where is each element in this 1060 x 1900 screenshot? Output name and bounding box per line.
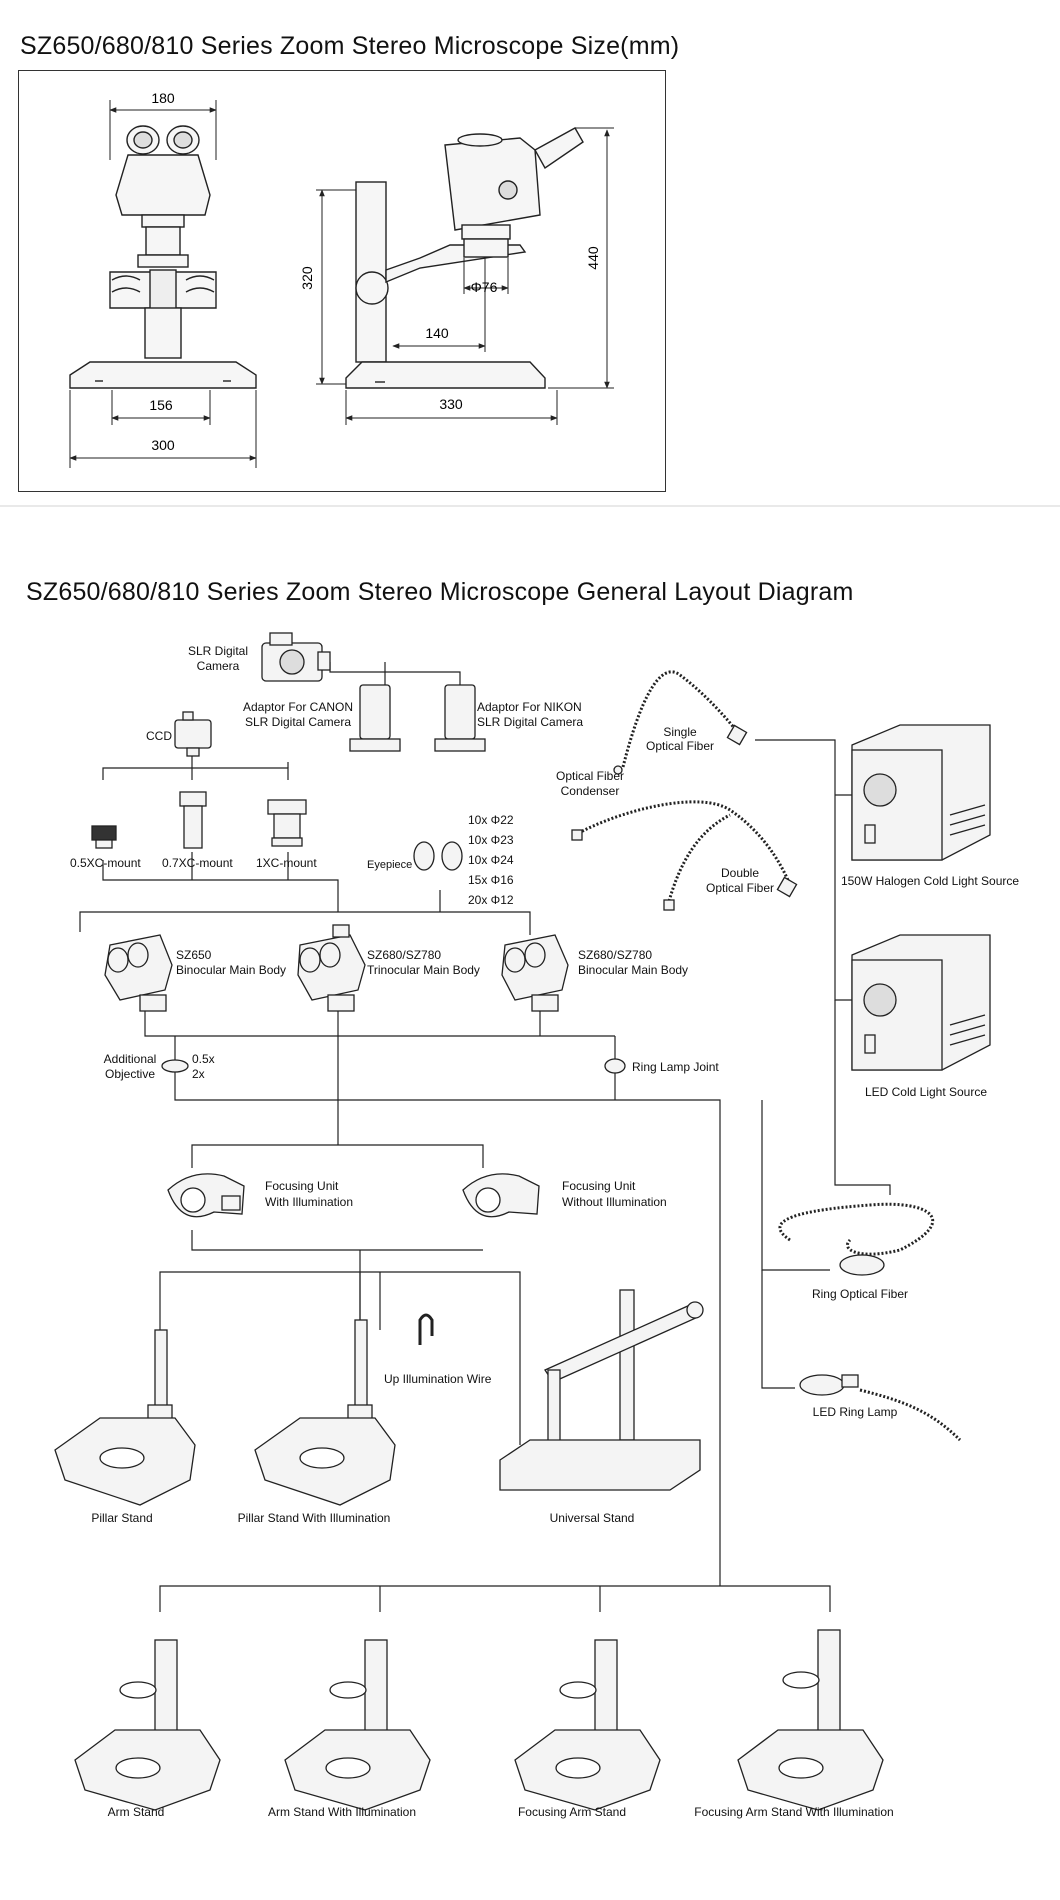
slr-camera-drawing: [261, 632, 331, 682]
label-double-fiber-2: Optical Fiber: [706, 881, 774, 895]
eyepiece-option-1: 10x Φ22: [468, 813, 514, 827]
ring-lamp-drawings: [799, 1254, 885, 1396]
label-pillar-stand: Pillar Stand: [91, 1511, 152, 1525]
label-mount-1: 1XC-mount: [256, 856, 317, 870]
label-mount-05: 0.5XC-mount: [70, 856, 141, 870]
label-focus-without-1: Focusing Unit: [562, 1179, 636, 1193]
label-single-fiber-1: Single: [663, 725, 697, 739]
label-focus-with-2: With Illumination: [265, 1195, 353, 1209]
objective-ring-drawings: [161, 1058, 626, 1074]
eyepiece-option-5: 20x Φ12: [468, 893, 514, 907]
label-slr-camera-1: SLR Digital: [188, 644, 248, 658]
label-fiber-condenser-1: Optical Fiber: [556, 769, 624, 783]
label-arm-stand-illum: Arm Stand With Illumination: [268, 1805, 416, 1819]
label-sz650-1: SZ650: [176, 948, 212, 962]
adaptor-drawings: [349, 684, 486, 752]
objective-option-05: 0.5x: [192, 1052, 215, 1066]
eyepiece-option-2: 10x Φ23: [468, 833, 514, 847]
side-view-drawing: [345, 127, 584, 389]
label-focus-with-1: Focusing Unit: [265, 1179, 339, 1193]
label-single-fiber-2: Optical Fiber: [646, 739, 714, 753]
section-divider: [0, 505, 1060, 507]
dim-320: 320: [299, 266, 315, 290]
label-adaptor-canon-1: Adaptor For CANON: [243, 700, 353, 714]
label-adaptor-nikon-2: SLR Digital Camera: [477, 715, 583, 729]
arm-stand-drawings: [74, 1629, 884, 1811]
dim-440: 440: [585, 246, 601, 270]
label-sz680-trino-2: Trinocular Main Body: [367, 963, 480, 977]
label-sz680-bino-2: Binocular Main Body: [578, 963, 688, 977]
dim-140: 140: [425, 325, 449, 341]
halogen-source-drawing: [851, 724, 991, 861]
label-additional-objective-2: Objective: [105, 1067, 155, 1081]
label-mount-07: 0.7XC-mount: [162, 856, 233, 870]
eyepiece-option-4: 15x Φ16: [468, 873, 514, 887]
label-focusing-arm-stand-illum: Focusing Arm Stand With Illumination: [694, 1805, 893, 1819]
label-halogen-source: 150W Halogen Cold Light Source: [841, 874, 1019, 888]
label-focus-without-2: Without Illumination: [562, 1195, 667, 1209]
objective-option-2: 2x: [192, 1067, 205, 1081]
label-sz680-bino-1: SZ680/SZ780: [578, 948, 652, 962]
fiber-drawings: [574, 670, 962, 1442]
c-mount-drawings: [91, 791, 307, 849]
label-sz650-2: Binocular Main Body: [176, 963, 286, 977]
size-section-title: SZ650/680/810 Series Zoom Stereo Microsc…: [20, 32, 680, 60]
front-view-drawing: [69, 125, 257, 389]
focusing-unit-drawings: [167, 1173, 540, 1218]
ccd-drawing: [174, 711, 212, 757]
label-universal-stand: Universal Stand: [550, 1511, 635, 1525]
label-ring-optical-fiber: Ring Optical Fiber: [812, 1287, 908, 1301]
eyepiece-option-3: 10x Φ24: [468, 853, 514, 867]
label-additional-objective-1: Additional: [104, 1052, 157, 1066]
label-adaptor-nikon-1: Adaptor For NIKON: [477, 700, 582, 714]
label-pillar-stand-illum: Pillar Stand With Illumination: [238, 1511, 391, 1525]
label-arm-stand: Arm Stand: [108, 1805, 165, 1819]
main-body-drawings: [104, 924, 569, 1012]
dim-180: 180: [151, 90, 175, 106]
up-illumination-wire-drawing: [418, 1313, 434, 1345]
label-ccd: CCD: [146, 729, 172, 743]
dim-76: Φ76: [471, 279, 498, 295]
layout-section-title: SZ650/680/810 Series Zoom Stereo Microsc…: [26, 578, 854, 606]
label-eyepiece: Eyepiece: [367, 859, 412, 871]
label-slr-camera-2: Camera: [197, 659, 240, 673]
eyepiece-drawings: [413, 841, 463, 871]
label-up-illumination-wire: Up Illumination Wire: [384, 1372, 492, 1386]
label-ring-lamp-joint: Ring Lamp Joint: [632, 1060, 719, 1074]
pillar-stand-drawings: [54, 1319, 396, 1506]
led-source-drawing: [851, 934, 991, 1071]
dim-156: 156: [149, 397, 173, 413]
label-adaptor-canon-2: SLR Digital Camera: [245, 715, 351, 729]
label-led-ring-lamp: LED Ring Lamp: [813, 1405, 898, 1419]
label-sz680-trino-1: SZ680/SZ780: [367, 948, 441, 962]
universal-stand-drawing: [499, 1289, 704, 1491]
label-double-fiber-1: Double: [721, 866, 759, 880]
label-focusing-arm-stand: Focusing Arm Stand: [518, 1805, 626, 1819]
dim-300: 300: [151, 437, 175, 453]
label-led-source: LED Cold Light Source: [865, 1085, 987, 1099]
label-fiber-condenser-2: Condenser: [561, 784, 620, 798]
dim-330: 330: [439, 396, 463, 412]
